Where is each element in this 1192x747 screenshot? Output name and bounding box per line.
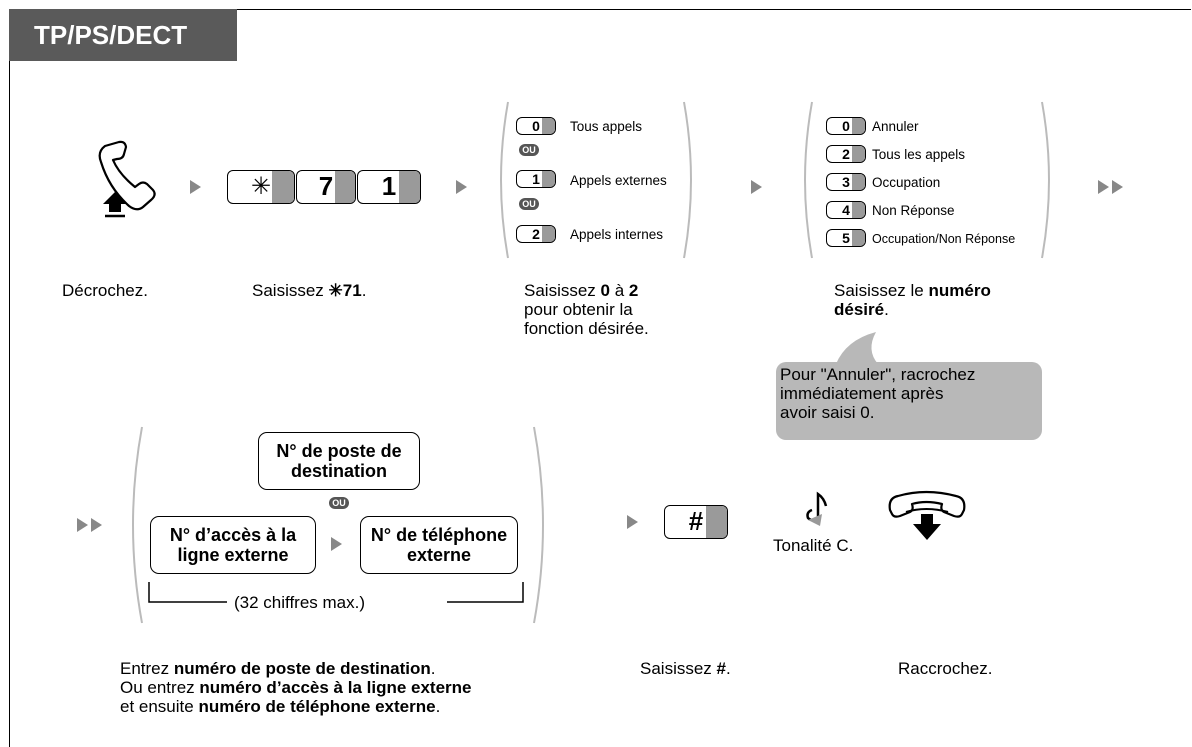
option-key-3: 3	[826, 173, 866, 191]
double-arrow-icon	[91, 518, 102, 532]
option-key-4: 4	[826, 201, 866, 219]
arrow-right-icon	[456, 180, 467, 194]
step7-caption: Raccrochez.	[898, 659, 993, 678]
step2-caption: Saisissez ✳71.	[252, 281, 367, 300]
double-arrow-icon	[1098, 180, 1109, 194]
option-key-5: 5	[826, 229, 866, 247]
option-key-2: 2	[826, 145, 866, 163]
key-star: ✳	[227, 170, 295, 204]
step6-caption: Saisissez #.	[640, 659, 731, 678]
option-label: Annuler	[872, 119, 919, 134]
option-label: Non Réponse	[872, 203, 955, 218]
step4-caption: Saisissez le numéro désiré.	[834, 281, 991, 319]
left-paren	[132, 426, 143, 624]
key-1: 1	[357, 170, 421, 204]
right-paren	[533, 426, 544, 624]
header-title: TP/PS/DECT	[9, 9, 237, 61]
right-paren	[683, 101, 692, 259]
option-label: Tous les appels	[872, 147, 966, 162]
step5-caption: Entrez numéro de poste de destination. O…	[120, 659, 472, 716]
handset-onhook-icon	[888, 490, 966, 540]
arrow-right-icon	[751, 180, 762, 194]
annuler-note: Pour "Annuler", racrochez immédiatement …	[776, 362, 1042, 440]
option-key-2: 2	[516, 225, 556, 243]
double-arrow-icon	[1112, 180, 1123, 194]
option-key-0: 0	[826, 117, 866, 135]
step1-caption: Décrochez.	[62, 281, 148, 300]
option-label: Tous appels	[570, 119, 643, 134]
max-digits-bracket	[148, 582, 524, 603]
option-key-0: 0	[516, 117, 556, 135]
arrow-right-icon	[331, 537, 342, 551]
left-paren	[500, 101, 509, 259]
key-7: 7	[296, 170, 356, 204]
right-paren	[1041, 101, 1050, 259]
or-badge: OU	[519, 144, 539, 156]
callout-pointer	[836, 332, 878, 364]
option-label: Occupation/Non Réponse	[872, 232, 1016, 246]
arrow-right-icon	[190, 180, 201, 194]
option-label: Appels internes	[570, 227, 664, 242]
option-label: Appels externes	[570, 173, 667, 188]
music-note-icon	[806, 491, 828, 526]
max-digits-note: (32 chiffres max.)	[234, 593, 366, 612]
arrow-right-icon	[627, 515, 638, 529]
option-key-1: 1	[516, 170, 556, 188]
double-arrow-icon	[77, 518, 88, 532]
handset-offhook-icon	[98, 140, 156, 218]
left-paren	[804, 101, 813, 259]
or-badge: OU	[519, 198, 539, 210]
option-label: Occupation	[872, 175, 941, 190]
tone-label: Tonalité C.	[773, 536, 854, 555]
key-hash: #	[664, 505, 728, 539]
step3-caption: Saisissez 0 à 2 pour obtenir la fonction…	[524, 281, 649, 338]
or-badge: OU	[329, 497, 349, 509]
diagram-frame	[9, 9, 1191, 747]
